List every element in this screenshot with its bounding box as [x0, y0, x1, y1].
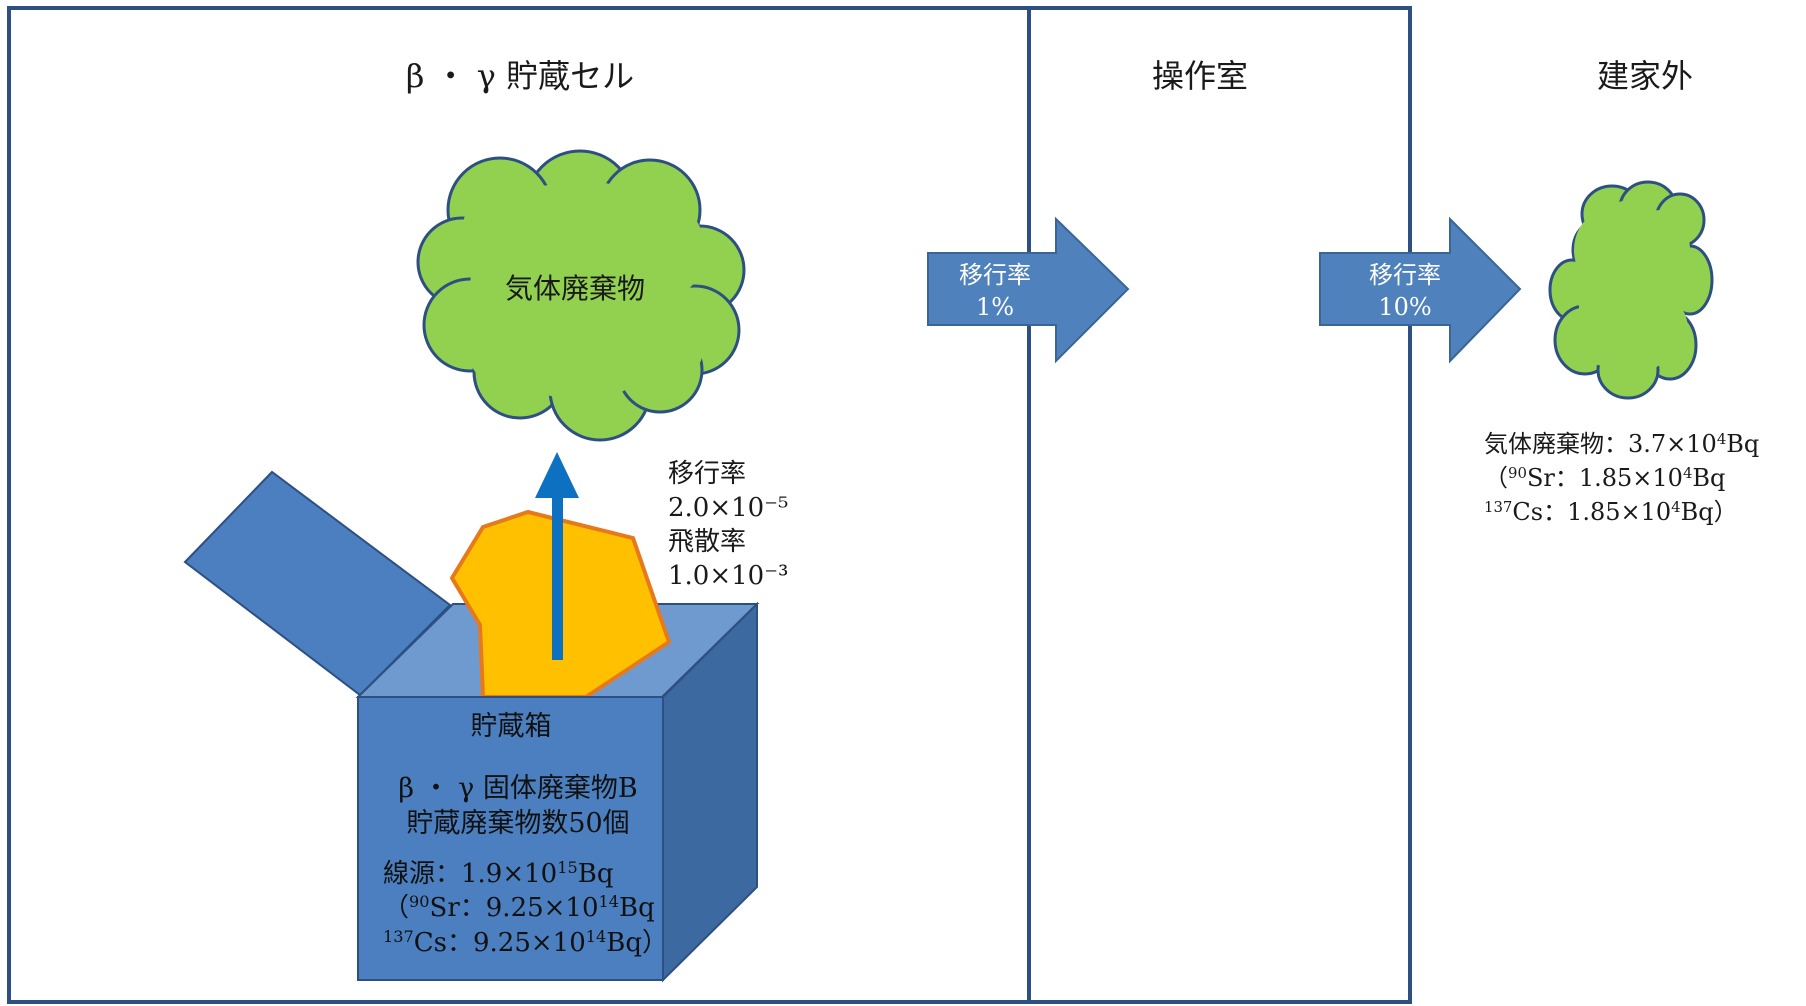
storage-box-cs: 137Cs：9.25×1014Bq） — [383, 927, 669, 958]
outside-cs-exponent: 4 — [1671, 497, 1681, 516]
sr-exponent: 14 — [598, 892, 620, 912]
release-transfer-value: 2.0×10⁻⁵ — [668, 493, 789, 523]
release-rates: 移行率 2.0×10⁻⁵ 飛散率 1.0×10⁻³ — [668, 457, 788, 593]
outside-sr-open: （ — [1484, 464, 1508, 492]
storage-box-sr: （90Sr：9.25×1014Bq — [383, 892, 655, 923]
storage-box-line2: 貯蔵廃棄物数50個 — [406, 808, 630, 839]
outside-unit: Bq — [1726, 430, 1760, 458]
storage-box-line1: β ・ γ 固体廃棄物B — [398, 773, 638, 804]
box-lid — [183, 470, 452, 697]
cs-unit: Bq） — [606, 928, 669, 958]
flow-arrow-2-label: 移行率 10% — [1369, 259, 1441, 323]
outside-sr-exponent: 4 — [1682, 463, 1693, 482]
sr-text: Sr：9.25×10 — [429, 893, 599, 923]
flow-arrow-1-value: 1% — [975, 293, 1015, 321]
control-room-frame — [1027, 6, 1412, 1004]
release-scatter-label: 飛散率 — [668, 527, 747, 557]
storage-box-title: 貯蔵箱 — [470, 711, 552, 742]
outside-result-sr: （90Sr：1.85×104Bq — [1484, 463, 1726, 492]
region-label-control-room: 操作室 — [1151, 57, 1249, 95]
outside-cs-text: Cs：1.85×10 — [1512, 498, 1672, 526]
box-side — [662, 601, 758, 983]
outside-exponent: 4 — [1716, 429, 1727, 448]
outside-prefix: 気体廃棄物：3.7×10 — [1484, 430, 1717, 458]
outside-sr-mass: 90 — [1508, 463, 1527, 482]
box-front — [357, 696, 664, 981]
source-prefix: 線源：1.9×10 — [383, 859, 558, 889]
outside-result-cs: 137Cs：1.85×104Bq） — [1484, 497, 1738, 526]
source-exponent: 15 — [557, 858, 578, 878]
up-arrow — [535, 452, 579, 660]
sr-open: （ — [383, 893, 410, 923]
cs-mass: 137 — [383, 927, 414, 947]
outside-result-line1: 気体廃棄物：3.7×104Bq — [1484, 429, 1760, 458]
flow-arrow-2-value: 10% — [1378, 293, 1432, 321]
storage-box-source: 線源：1.9×1015Bq — [383, 858, 614, 889]
flow-arrow-2-title: 移行率 — [1369, 261, 1441, 289]
gas-cloud-label: 気体廃棄物 — [504, 272, 646, 305]
flow-arrow-1-title: 移行率 — [959, 261, 1031, 289]
outside-sr-unit: Bq — [1692, 464, 1726, 492]
outside-cs-unit: Bq） — [1680, 498, 1738, 526]
outside-cs-mass: 137 — [1484, 497, 1513, 516]
release-scatter-value: 1.0×10⁻³ — [668, 561, 789, 591]
outside-sr-text: Sr：1.85×10 — [1526, 464, 1683, 492]
flow-arrow-2 — [1319, 216, 1522, 364]
release-transfer-label: 移行率 — [668, 459, 747, 489]
sr-unit: Bq — [619, 893, 655, 923]
flow-arrow-1-label: 移行率 1% — [959, 259, 1031, 323]
sr-mass: 90 — [409, 892, 430, 912]
region-label-outside: 建家外 — [1596, 57, 1694, 95]
region-label-cell: β ・ γ 貯蔵セル — [405, 57, 635, 95]
cs-text: Cs：9.25×10 — [413, 928, 586, 958]
cs-exponent: 14 — [585, 927, 607, 947]
source-unit: Bq — [577, 859, 614, 889]
flow-arrow-1 — [927, 216, 1130, 364]
